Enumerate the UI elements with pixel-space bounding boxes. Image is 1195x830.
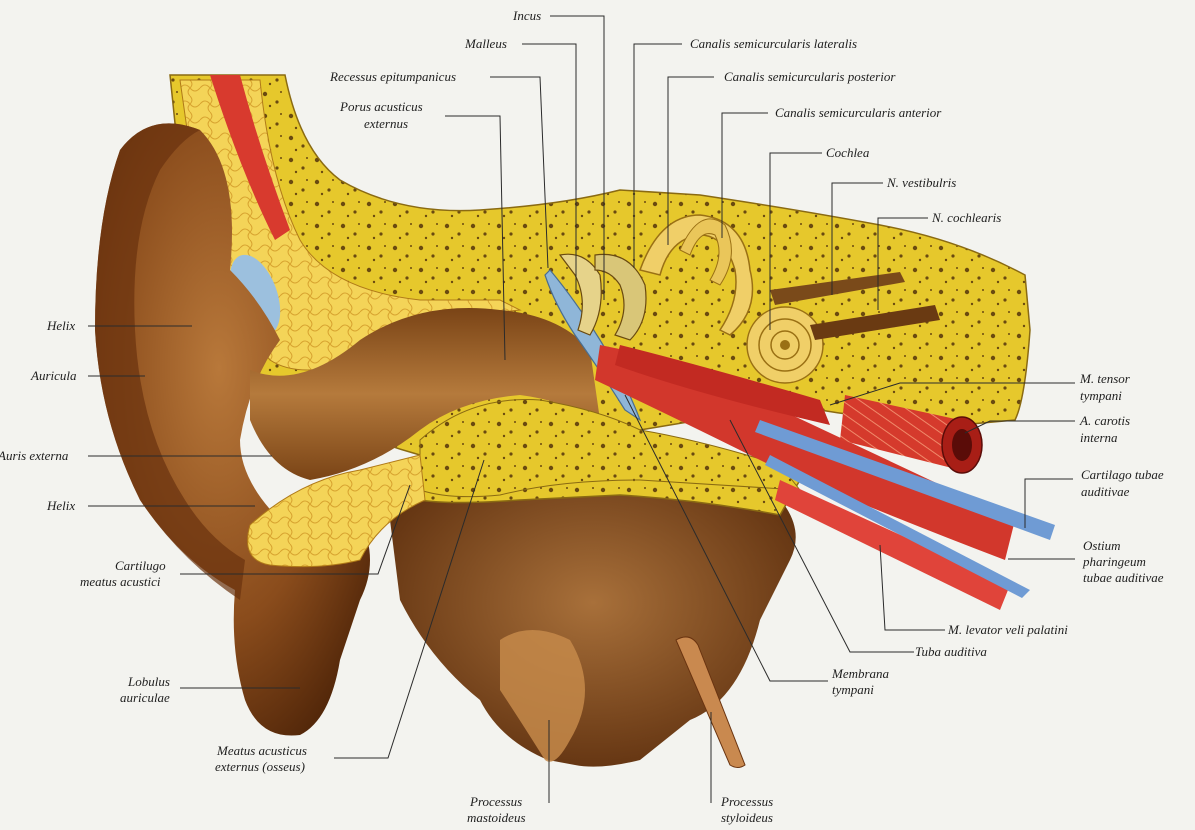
helix-rim <box>95 123 245 601</box>
cart-tubae-shape <box>755 420 1055 540</box>
label-lobulus-line2: auriculae <box>120 690 170 705</box>
label-cart-meatus-line1: Cartilugo <box>115 558 166 573</box>
upper-muscle-strip <box>210 75 290 240</box>
label-proc-mastoid-line2: mastoideus <box>467 810 526 825</box>
label-meatus-osseus-line1: Meatus acusticus <box>216 743 307 758</box>
malleus-shape <box>558 253 602 336</box>
label-a-carotis-line2: interna <box>1080 430 1118 445</box>
blue-tube-shape <box>765 455 1030 598</box>
label-meatus-osseus-line2: externus (osseus) <box>215 759 305 774</box>
label-ostium-line1: Ostium <box>1083 538 1121 553</box>
external-canal <box>250 308 600 480</box>
label-porus-line1: Porus acusticus <box>339 99 423 114</box>
lower-cartilage <box>247 454 426 568</box>
label-canalis-anterior: Canalis semicurcularis anterior <box>775 105 942 120</box>
label-m-levator: M. levator veli palatini <box>947 622 1068 637</box>
label-cart-meatus-line2: meatus acustici <box>80 574 161 589</box>
n-cochlearis-shape <box>810 305 940 340</box>
label-membrana-line1: Membrana <box>831 666 890 681</box>
label-n-cochlearis: N. cochlearis <box>931 210 1001 225</box>
label-proc-mastoid-line1: Processus <box>469 794 522 809</box>
label-auris-externa: Auris externa <box>0 448 69 463</box>
auricula-shape <box>95 123 370 736</box>
skull-base <box>390 468 796 767</box>
label-cart-tubae-line1: Cartilago tubae <box>1081 467 1164 482</box>
label-ostium-line2: pharingeum <box>1082 554 1146 569</box>
leader-lines <box>88 15 1075 803</box>
tuba-auditiva-shape <box>595 345 1015 560</box>
label-a-carotis-line1: A. carotis <box>1079 413 1130 428</box>
label-proc-styloid-line1: Processus <box>720 794 773 809</box>
label-cart-tubae-line2: auditivae <box>1081 484 1130 499</box>
processus-styloideus-shape <box>675 636 746 768</box>
cochlea-shape <box>746 306 824 384</box>
labels: Incus Malleus Canalis semicurcularis lat… <box>0 8 1164 825</box>
label-ostium-line3: tubae auditivae <box>1083 570 1164 585</box>
label-tuba: Tuba auditiva <box>915 644 987 659</box>
label-malleus: Malleus <box>464 36 507 51</box>
label-proc-styloid-line2: styloideus <box>721 810 773 825</box>
a-carotis-shape <box>840 395 983 474</box>
n-vestibularis-shape <box>770 272 905 305</box>
label-helix-top: Helix <box>46 318 75 333</box>
label-cochlea: Cochlea <box>826 145 870 160</box>
label-membrana-line2: tympani <box>832 682 874 697</box>
processus-mastoideus-shape <box>500 630 585 762</box>
label-auricula: Auricula <box>30 368 77 383</box>
label-helix-bottom: Helix <box>46 498 75 513</box>
m-tensor-shape <box>615 345 830 425</box>
label-m-tensor-line2: tympani <box>1080 388 1122 403</box>
label-canalis-lateralis: Canalis semicurcularis lateralis <box>690 36 857 51</box>
canalis-anterior-shape <box>679 218 732 286</box>
label-recessus: Recessus epitumpanicus <box>329 69 456 84</box>
label-incus: Incus <box>512 8 541 23</box>
label-porus-line2: externus <box>364 116 408 131</box>
label-n-vestibulris: N. vestibulris <box>886 175 956 190</box>
label-canalis-posterior: Canalis semicurcularis posterior <box>724 69 896 84</box>
label-m-tensor-line1: M. tensor <box>1079 371 1131 386</box>
m-levator-shape <box>775 480 1010 610</box>
label-lobulus-line1: Lobulus <box>127 674 170 689</box>
